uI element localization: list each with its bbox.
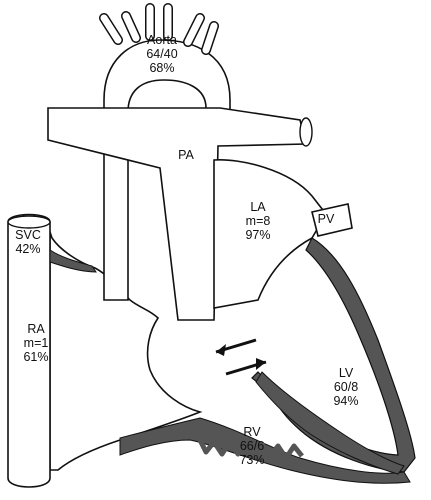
label-svc: SVC 42% bbox=[6, 228, 50, 256]
aortic-arch bbox=[103, 39, 231, 301]
rv-pressure: 66/6 bbox=[239, 439, 265, 453]
svc-wall bbox=[49, 249, 97, 273]
ra-name: RA bbox=[27, 322, 45, 336]
label-aorta: Aorta 64/40 68% bbox=[130, 33, 194, 75]
rv-saturation: 73% bbox=[239, 453, 265, 467]
la-pressure: m=8 bbox=[245, 214, 271, 228]
septum bbox=[255, 371, 405, 475]
aorta-name: Aorta bbox=[147, 33, 177, 47]
svc-saturation: 42% bbox=[15, 242, 41, 256]
flow-arrow-left-head bbox=[216, 344, 226, 356]
label-pv: PV bbox=[306, 212, 346, 226]
label-pa: PA bbox=[166, 148, 206, 162]
svc-opening bbox=[7, 215, 51, 229]
label-la: LA m=8 97% bbox=[228, 200, 288, 242]
pa-name: PA bbox=[178, 148, 194, 162]
la-saturation: 97% bbox=[245, 228, 271, 242]
svc-name: SVC bbox=[15, 228, 41, 242]
flow-arrow-right-head bbox=[256, 358, 266, 370]
pulmonary-vein bbox=[311, 203, 353, 237]
label-lv: LV 60/8 94% bbox=[318, 366, 374, 408]
ra-pressure: m=1 bbox=[23, 336, 49, 350]
ra-saturation: 61% bbox=[23, 350, 49, 364]
lv-saturation: 94% bbox=[333, 394, 359, 408]
rv-trabeculae bbox=[197, 438, 304, 461]
aorta-pressure: 64/40 bbox=[146, 47, 178, 61]
la-name: LA bbox=[250, 200, 266, 214]
pa-opening bbox=[299, 117, 313, 147]
lv-pressure: 60/8 bbox=[333, 380, 359, 394]
rv-name: RV bbox=[243, 425, 261, 439]
label-rv: RV 66/6 73% bbox=[222, 425, 282, 467]
lv-name: LV bbox=[338, 366, 354, 380]
pv-name: PV bbox=[317, 212, 335, 226]
aorta-saturation: 68% bbox=[149, 61, 175, 75]
svc-vessel bbox=[7, 213, 51, 488]
aortic-branches-inner bbox=[100, 4, 218, 54]
label-ra: RA m=1 61% bbox=[10, 322, 62, 364]
